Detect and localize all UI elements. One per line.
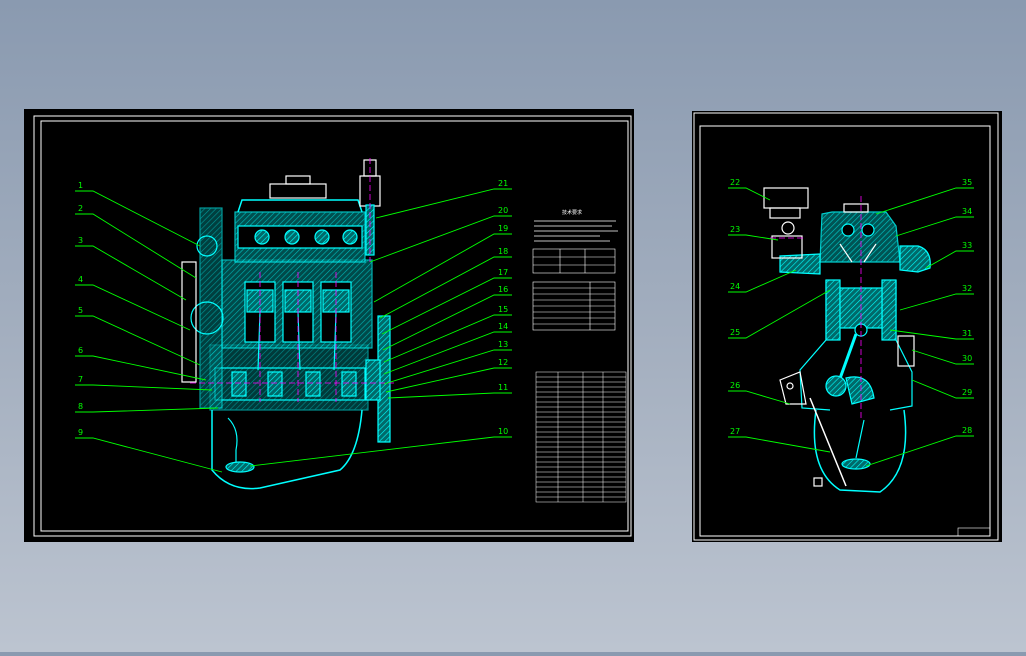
callout-23: 23	[730, 225, 740, 234]
callout-7: 7	[78, 375, 83, 384]
cross-centerlines	[770, 196, 862, 420]
callout-6: 6	[78, 346, 83, 355]
tech-req-title: 技术要求	[562, 209, 582, 216]
callout-3: 3	[78, 236, 83, 245]
technical-requirements-block: 技术要求	[532, 209, 618, 331]
callout-17: 17	[498, 268, 508, 277]
callout-5: 5	[78, 306, 83, 315]
leader-lines-right	[249, 188, 512, 467]
param-table	[532, 248, 616, 274]
sheet-title-block	[957, 527, 991, 537]
parts-list-table	[535, 371, 627, 503]
callout-34: 34	[962, 207, 972, 216]
callout-14: 14	[498, 322, 508, 331]
callout-4: 4	[78, 275, 83, 284]
callout-19: 19	[498, 224, 508, 233]
tech-req-text-lines	[534, 220, 618, 242]
cross-callouts-right: 35 34 33 32 31 30 29 28	[962, 178, 972, 435]
spec-table	[532, 281, 616, 331]
callout-20: 20	[498, 206, 508, 215]
callout-2: 2	[78, 204, 83, 213]
callouts-left-group: 1 2 3 4 5 6 7 8 9	[78, 181, 83, 437]
callout-30: 30	[962, 354, 972, 363]
callout-13: 13	[498, 340, 508, 349]
cross-leaders-left	[728, 187, 831, 453]
callout-8: 8	[78, 402, 83, 411]
callout-11: 11	[498, 383, 508, 392]
callouts-right-group: 21 20 19 18 17 16 15 14 13 12 11 10	[498, 179, 508, 436]
callout-33: 33	[962, 241, 972, 250]
callout-27: 27	[730, 427, 740, 436]
centerlines	[190, 158, 395, 402]
callout-29: 29	[962, 388, 972, 397]
callout-12: 12	[498, 358, 508, 367]
callout-26: 26	[730, 381, 740, 390]
callout-24: 24	[730, 282, 740, 291]
leader-lines-left	[75, 190, 223, 473]
cross-callouts-left: 22 23 24 25 26 27	[730, 178, 740, 436]
left-sheet: 1 2 3 4 5 6 7 8 9 21 20 19 18 17 16 15 1…	[24, 109, 634, 542]
callout-25: 25	[730, 328, 740, 337]
callout-10: 10	[498, 427, 508, 436]
callout-35: 35	[962, 178, 972, 187]
cross-leaders-right	[865, 187, 974, 467]
callout-15: 15	[498, 305, 508, 314]
right-sheet: 22 23 24 25 26 27 35 34 33 32 31 30 29 2…	[692, 111, 1002, 542]
callout-21: 21	[498, 179, 508, 188]
callout-9: 9	[78, 428, 83, 437]
callout-22: 22	[730, 178, 740, 187]
callout-28: 28	[962, 426, 972, 435]
callout-31: 31	[962, 329, 972, 338]
callout-1: 1	[78, 181, 83, 190]
callout-18: 18	[498, 247, 508, 256]
callout-16: 16	[498, 285, 508, 294]
callout-32: 32	[962, 284, 972, 293]
